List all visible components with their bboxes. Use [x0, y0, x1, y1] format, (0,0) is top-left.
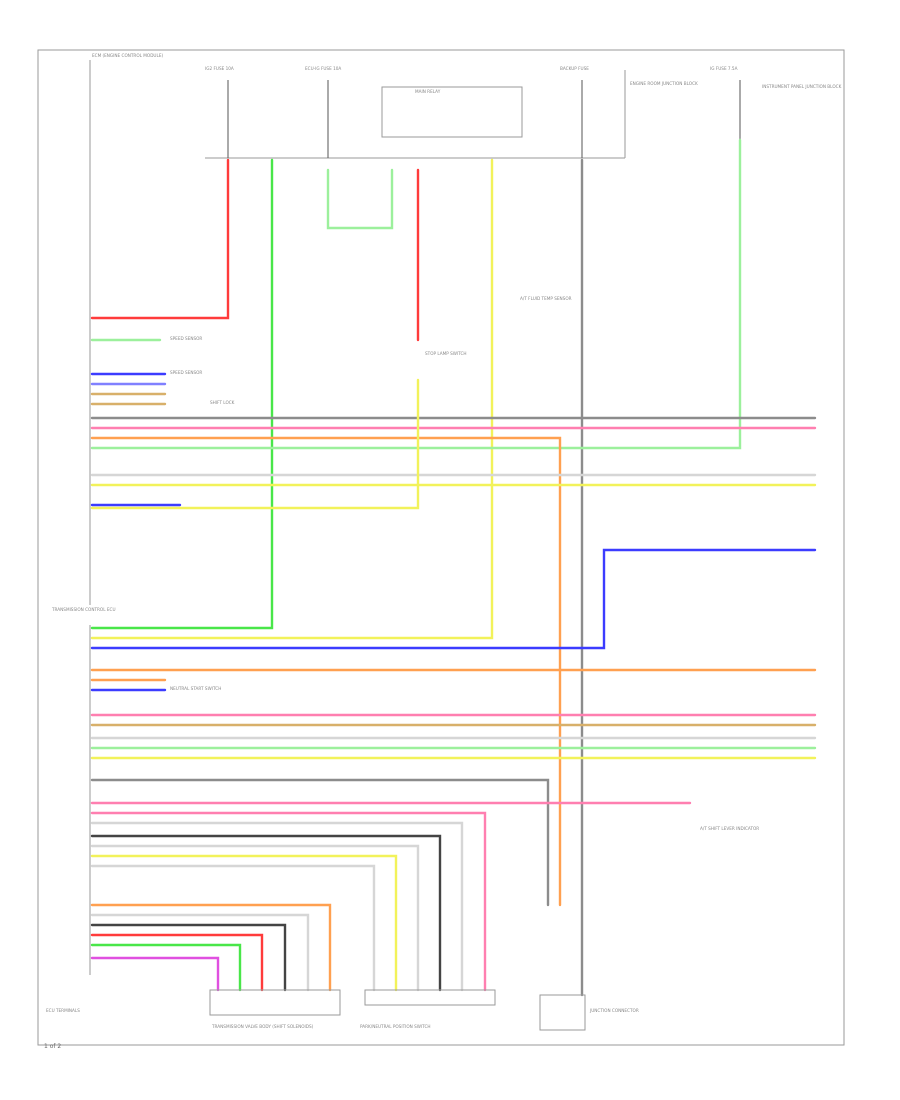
bottom-connector-2 — [364, 989, 496, 1006]
wire-white-3 — [90, 821, 464, 992]
wire-blue-2 — [90, 548, 817, 650]
wire-yellow-1 — [90, 158, 494, 640]
wire-orange-3 — [90, 903, 332, 992]
wire-black-2 — [90, 923, 287, 992]
page-number: 1 of 2 — [44, 1043, 62, 1050]
connector-label-4: STOP LAMP SWITCH — [425, 351, 467, 356]
wire-green-3 — [90, 138, 742, 450]
connector-label-5: A/T FLUID TEMP SENSOR — [520, 296, 572, 301]
ecu-header-label-2: TRANSMISSION CONTROL ECU — [51, 607, 116, 612]
wires — [90, 138, 817, 997]
wire-violet-1 — [90, 956, 220, 992]
ecu-footer-label: ECU TERMINALS — [46, 1008, 80, 1013]
connector-label-2: SPEED SENSOR — [170, 370, 202, 375]
fuse-label-2: ECU-IG FUSE 10A — [305, 66, 341, 71]
wire-red-3 — [90, 933, 264, 992]
wire-green-5 — [90, 943, 242, 992]
fuse-label-1: IG2 FUSE 10A — [205, 66, 234, 71]
wire-black-1 — [90, 834, 442, 992]
wire-yellow-3 — [90, 378, 420, 510]
main-relay — [381, 86, 523, 138]
bottom-label-2: PARK/NEUTRAL POSITION SWITCH — [360, 1024, 431, 1029]
wire-yellow-5 — [90, 854, 398, 992]
main-relay-label: MAIN RELAY — [415, 89, 441, 94]
right-device-label: A/T SHIFT LEVER INDICATOR — [700, 826, 759, 831]
wire-white-5 — [90, 864, 376, 992]
bottom-connector-3 — [539, 994, 586, 1031]
fuse-label-4: IG FUSE 7.5A — [710, 66, 738, 71]
bottom-connector-1 — [209, 989, 341, 1016]
connector-label-1: SPEED SENSOR — [170, 336, 202, 341]
wire-pink-4 — [90, 811, 487, 992]
wire-green-2 — [326, 168, 394, 230]
wire-white-4 — [90, 844, 420, 992]
wire-red-1 — [90, 158, 230, 320]
wire-white-6 — [90, 913, 310, 992]
bottom-label-1: TRANSMISSION VALVE BODY (SHIFT SOLENOIDS… — [211, 1024, 314, 1029]
ecu-header-label: ECM (ENGINE CONTROL MODULE) — [92, 53, 163, 58]
wire-gray-3 — [90, 778, 550, 907]
fuse-label-3: BACKUP FUSE — [560, 66, 589, 71]
connector-label-3: SHIFT LOCK — [210, 400, 235, 405]
bottom-label-3: JUNCTION CONNECTOR — [589, 1008, 639, 1013]
right-box-label: INSTRUMENT PANEL JUNCTION BLOCK — [762, 84, 842, 89]
wire-orange-1 — [90, 436, 562, 907]
wire-green-1 — [90, 158, 274, 630]
diagram-frame — [37, 49, 845, 1046]
junction-block-label: ENGINE ROOM JUNCTION BLOCK — [630, 81, 698, 86]
connector-label-6: NEUTRAL START SWITCH — [170, 686, 221, 691]
